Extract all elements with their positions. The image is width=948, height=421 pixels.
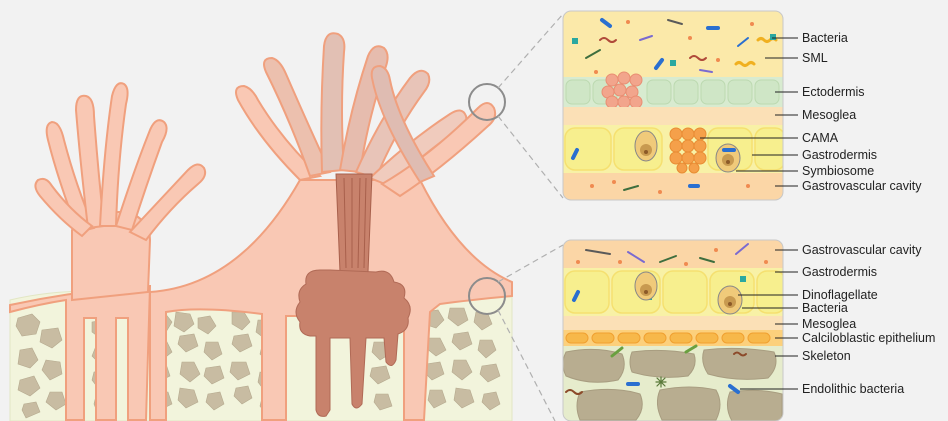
label-gastrovascular-bottom: Gastrovascular cavity	[802, 243, 921, 257]
bottom-zoom-panel	[563, 240, 798, 421]
right-polyp-tentacles	[236, 33, 495, 196]
label-mesoglea-bottom: Mesoglea	[802, 317, 856, 331]
mesoglea-layer	[563, 107, 783, 125]
gastrovascular-layer	[563, 173, 783, 200]
gastrovascular-layer-bottom	[563, 240, 783, 268]
coral-polyp-illustration	[10, 33, 512, 421]
label-bacteria-bottom: Bacteria	[802, 301, 848, 315]
label-cama: CAMA	[802, 131, 838, 145]
label-endolithic-bacteria: Endolithic bacteria	[802, 382, 904, 396]
top-zoom-panel	[563, 11, 798, 200]
label-skeleton: Skeleton	[802, 349, 851, 363]
left-polyp-tentacles	[35, 83, 205, 240]
label-dinoflagellate: Dinoflagellate	[802, 288, 878, 302]
pharynx	[336, 174, 372, 272]
label-symbiosome: Symbiosome	[802, 164, 874, 178]
label-mesoglea-top: Mesoglea	[802, 108, 856, 122]
label-gastrodermis-bottom: Gastrodermis	[802, 265, 877, 279]
label-sml: SML	[802, 51, 828, 65]
label-gastrodermis-top: Gastrodermis	[802, 148, 877, 162]
mesoglea-layer-bottom	[563, 316, 783, 330]
label-calciloblastic: Calciloblastic epithelium	[802, 331, 935, 345]
label-bacteria-top: Bacteria	[802, 31, 848, 45]
ectoderm-cell-cluster	[602, 72, 642, 108]
label-ectodermis: Ectodermis	[802, 85, 865, 99]
gastrodermis-cells-bottom	[565, 271, 785, 313]
label-gastrovascular-top: Gastrovascular cavity	[802, 179, 921, 193]
